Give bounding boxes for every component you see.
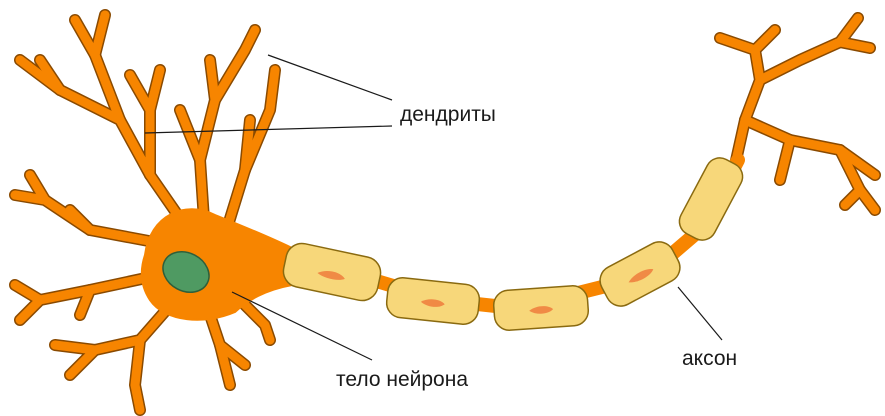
myelin-segment xyxy=(493,285,590,331)
soma-leader-line xyxy=(232,292,372,360)
dendrites-label: дендриты xyxy=(400,104,496,125)
dendrite-branch xyxy=(15,195,170,245)
axon-terminal-branch xyxy=(780,140,790,180)
dendrite-branch xyxy=(215,30,255,100)
dendrite-branch xyxy=(130,75,150,110)
dendrite-branch xyxy=(180,110,200,160)
soma-label: тело нейрона xyxy=(336,369,468,390)
myelin-segment xyxy=(280,241,383,304)
dendrite-branch xyxy=(135,340,140,410)
axon-terminal-branch xyxy=(735,50,760,165)
axon-terminals-fill xyxy=(720,18,875,210)
axon-terminal-branch xyxy=(845,190,860,205)
axon-terminal-branch xyxy=(720,38,755,50)
myelin-segment xyxy=(675,153,748,245)
dendrite-branch xyxy=(95,15,105,55)
axon-label: аксон xyxy=(682,348,737,369)
axon-terminal-branch xyxy=(840,42,870,48)
myelin-segment xyxy=(595,237,685,312)
dendrite-branch xyxy=(245,120,250,170)
myelin-segment xyxy=(385,276,481,325)
dendrites-leader-line xyxy=(268,55,392,100)
axon-leader-line xyxy=(678,287,722,340)
neuron-outline-group xyxy=(15,15,875,410)
